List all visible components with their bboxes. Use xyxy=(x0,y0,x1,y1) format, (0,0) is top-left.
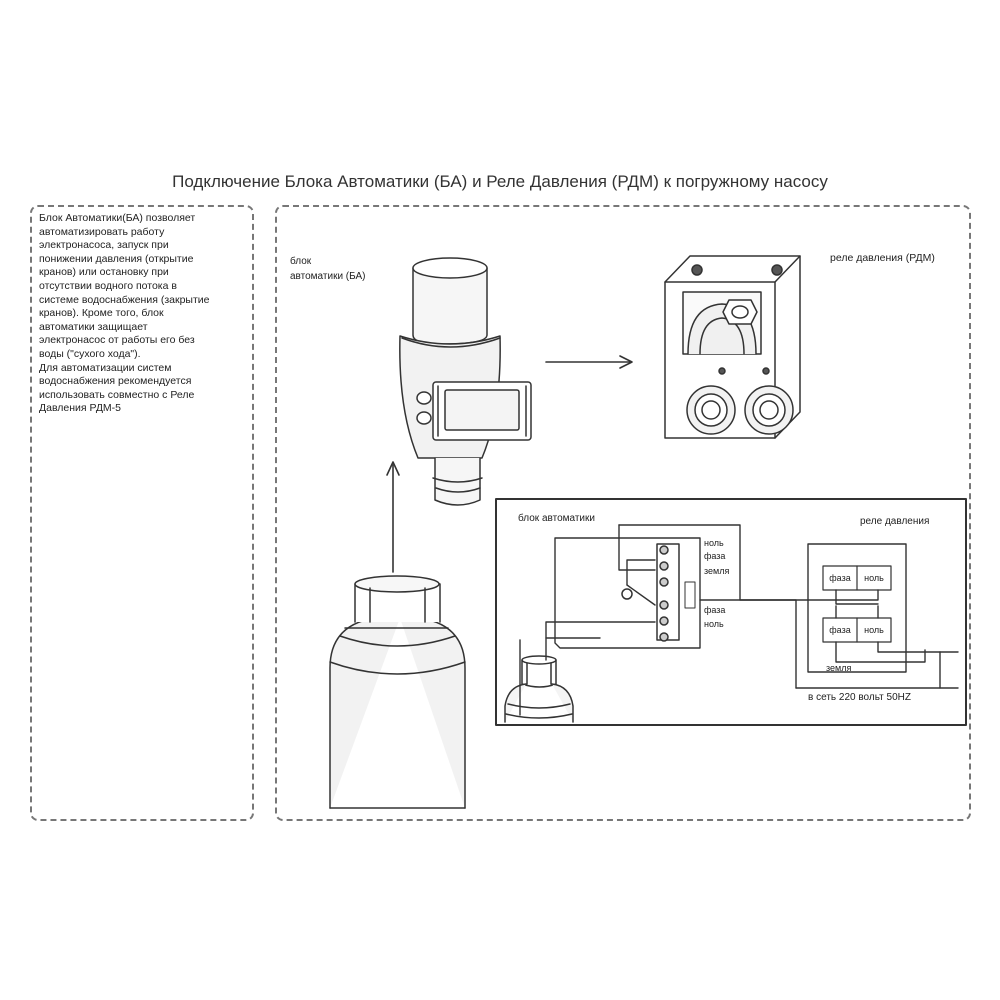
terminal-label-ground: земля xyxy=(704,566,730,576)
automation-block-illustration xyxy=(399,257,532,506)
relay-bottom-neutral: ноль xyxy=(864,625,884,635)
terminal-label-neutral-2: ноль xyxy=(704,619,724,629)
arrow-up xyxy=(386,461,400,573)
wires xyxy=(519,524,959,716)
description-text: Блок Автоматики(БА) позволяет автоматизи… xyxy=(39,212,210,415)
terminal-label-phase-2: фаза xyxy=(704,605,726,615)
pressure-relay-label: реле давления (РДМ) xyxy=(830,252,935,264)
automation-block-label-2: автоматики (БА) xyxy=(290,271,366,282)
terminal-label-neutral-1: ноль xyxy=(704,538,724,548)
wiring-relay-label: реле давления xyxy=(860,516,930,527)
relay-top-neutral: ноль xyxy=(864,573,884,583)
relay-bottom-phase: фаза xyxy=(829,625,851,635)
page-title: Подключение Блока Автоматики (БА) и Реле… xyxy=(172,172,828,191)
terminal-label-phase-1: фаза xyxy=(704,551,726,561)
relay-ground-label: земля xyxy=(826,663,852,673)
relay-top-phase: фаза xyxy=(829,573,851,583)
submersible-pump-small xyxy=(504,655,574,723)
automation-block-label: блок xyxy=(290,256,312,267)
arrow-right xyxy=(545,355,633,369)
description-panel xyxy=(30,205,254,821)
mains-label: в сеть 220 вольт 50HZ xyxy=(808,692,911,703)
wiring-automation-block xyxy=(554,537,701,649)
wiring-block-label: блок автоматики xyxy=(518,513,595,524)
wiring-relay-box xyxy=(807,543,907,673)
pressure-relay-illustration xyxy=(664,255,801,439)
diagram-panel xyxy=(275,205,971,821)
submersible-pump-large xyxy=(329,575,466,809)
